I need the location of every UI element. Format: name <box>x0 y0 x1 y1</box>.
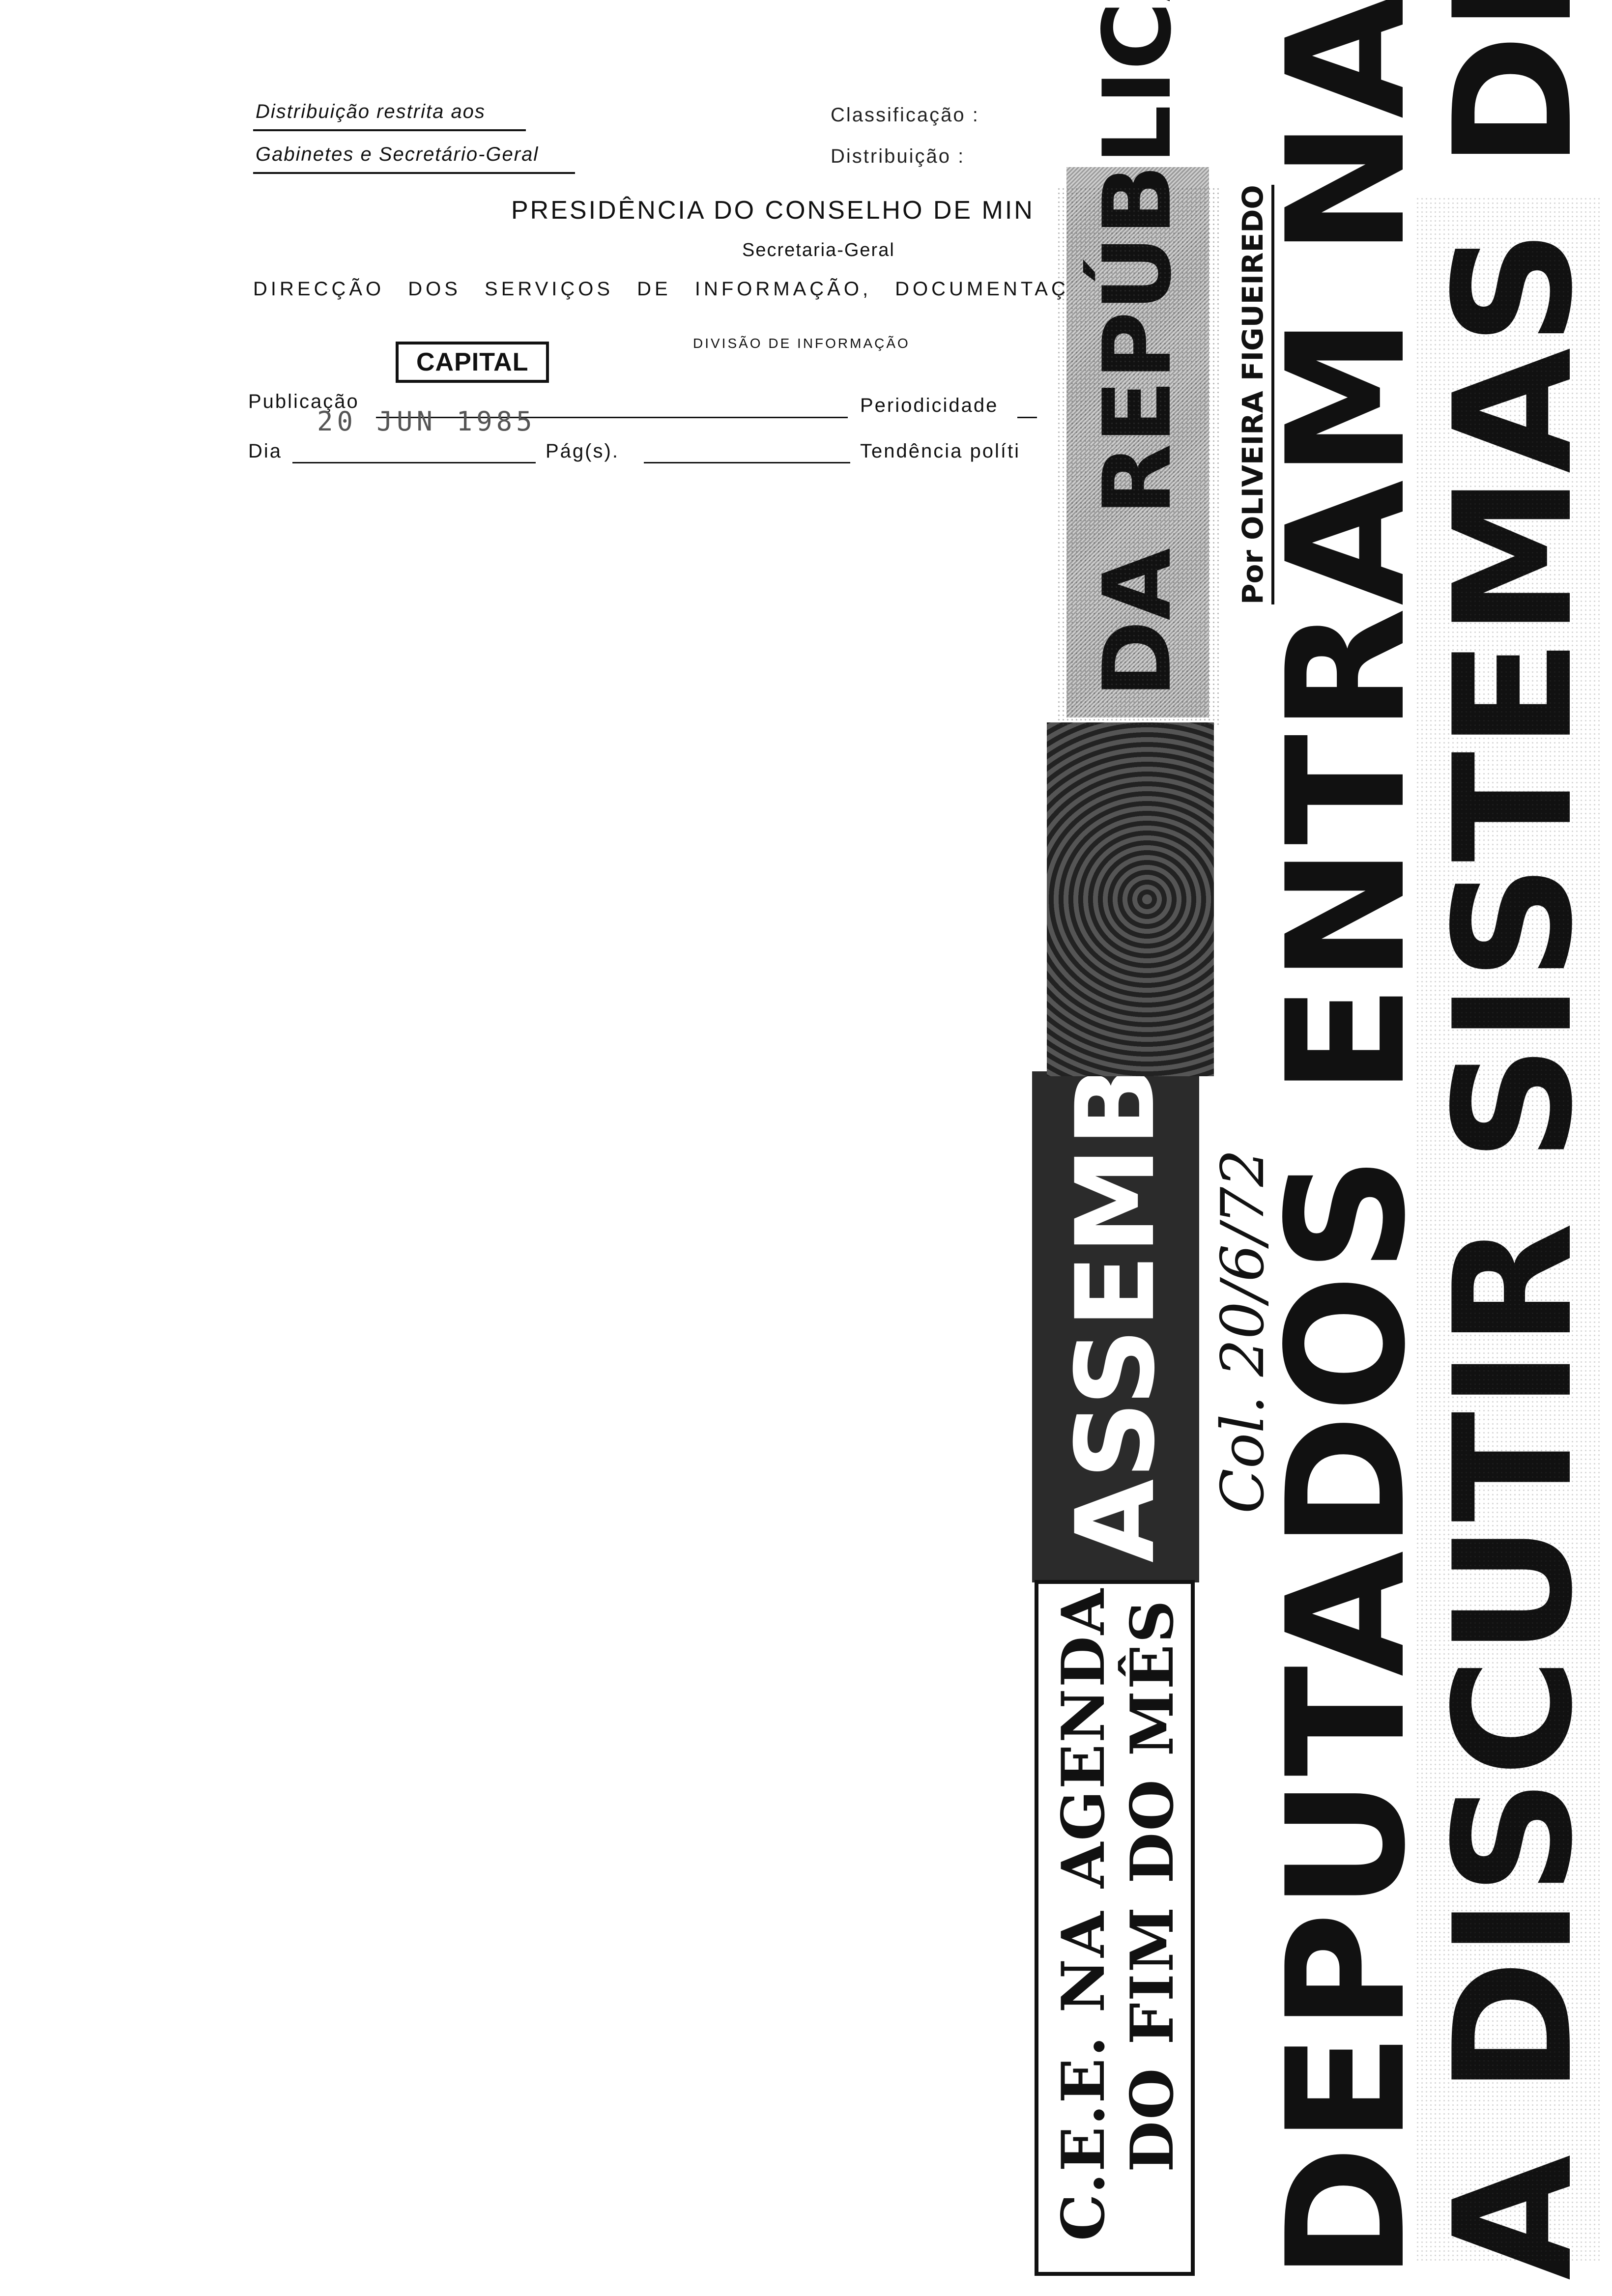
day-line <box>292 462 536 463</box>
capital-stamp: CAPITAL <box>396 342 549 383</box>
classification-label: Classificação : <box>831 104 979 126</box>
underline <box>253 129 526 131</box>
cee-line-2-text: DO FIM DO MÊS <box>1118 1599 1187 2172</box>
kicker-assembleia: ASSEMBLEIA <box>1032 798 1199 1582</box>
cee-line-1-text: C.E.E. NA AGENDA <box>1049 1587 1118 2241</box>
distribution-restricted-line1: Distribuição restrita aos <box>256 101 486 122</box>
pages-label: Pág(s). <box>546 440 619 462</box>
division-label: DIVISÃO DE INFORMAÇÃO <box>693 336 910 351</box>
day-label: Dia <box>248 440 283 462</box>
political-tendency-label: Tendência políti <box>860 440 1020 462</box>
cee-line-1: C.E.E. NA AGENDA <box>1049 1587 1118 2241</box>
underline <box>253 172 575 174</box>
publication-label: Publicação <box>248 391 359 412</box>
cee-line-2: DO FIM DO MÊS <box>1118 1599 1187 2172</box>
headline-line-1: DEPUTADOS ENTRAM NA RECTA FINAL <box>1252 0 1441 2280</box>
halftone-texture <box>1057 187 1219 727</box>
handwritten-note: Col. 20/6/72 <box>1209 1149 1277 1514</box>
headline-line-1-text: DEPUTADOS ENTRAM NA RECTA FINAL <box>1252 0 1441 2280</box>
secretariat-label: Secretaria-Geral <box>742 240 895 260</box>
pages-line <box>644 462 850 463</box>
parliament-emblem-image <box>1047 722 1214 1076</box>
periodicity-line <box>1017 417 1037 418</box>
distribution-label: Distribuição : <box>831 145 965 167</box>
cee-box <box>1035 1580 1195 2276</box>
page-title: PRESIDÊNCIA DO CONSELHO DE MIN <box>511 196 1035 225</box>
periodicity-label: Periodicidade <box>860 395 999 416</box>
publication-line <box>376 417 848 418</box>
directorate-label: DIRECÇÃO DOS SERVIÇOS DE INFORMAÇÃO, DOC… <box>253 278 1069 300</box>
handwritten-note-text: Col. 20/6/72 <box>1209 1149 1277 1514</box>
date-stamp: 20 JUN 1985 <box>317 406 536 437</box>
print-noise <box>1415 197 1602 2261</box>
distribution-restricted-line2: Gabinetes e Secretário-Geral <box>256 144 539 165</box>
